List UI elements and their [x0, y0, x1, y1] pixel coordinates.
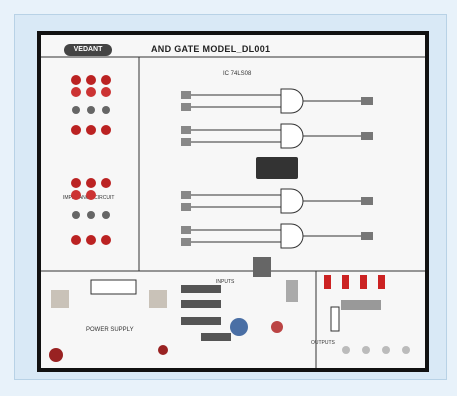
power-supply-label: POWER SUPPLY [86, 327, 134, 333]
ic-chip [256, 157, 298, 179]
ic-section-label: IC 74LS08 [223, 71, 252, 77]
trainer-board: VEDANT AND GATE MODEL_DL001 IC 74LS08 IM… [37, 31, 429, 372]
schematic-drawing [41, 56, 425, 368]
socket-group-top[interactable] [71, 75, 111, 135]
inputs-label: INPUTS [216, 279, 235, 285]
board-title: AND GATE MODEL_DL001 [151, 44, 271, 54]
brand-logo: VEDANT [64, 44, 112, 56]
socket-group-bottom[interactable] [71, 178, 111, 245]
outputs-label: OUTPUTS [311, 340, 335, 346]
